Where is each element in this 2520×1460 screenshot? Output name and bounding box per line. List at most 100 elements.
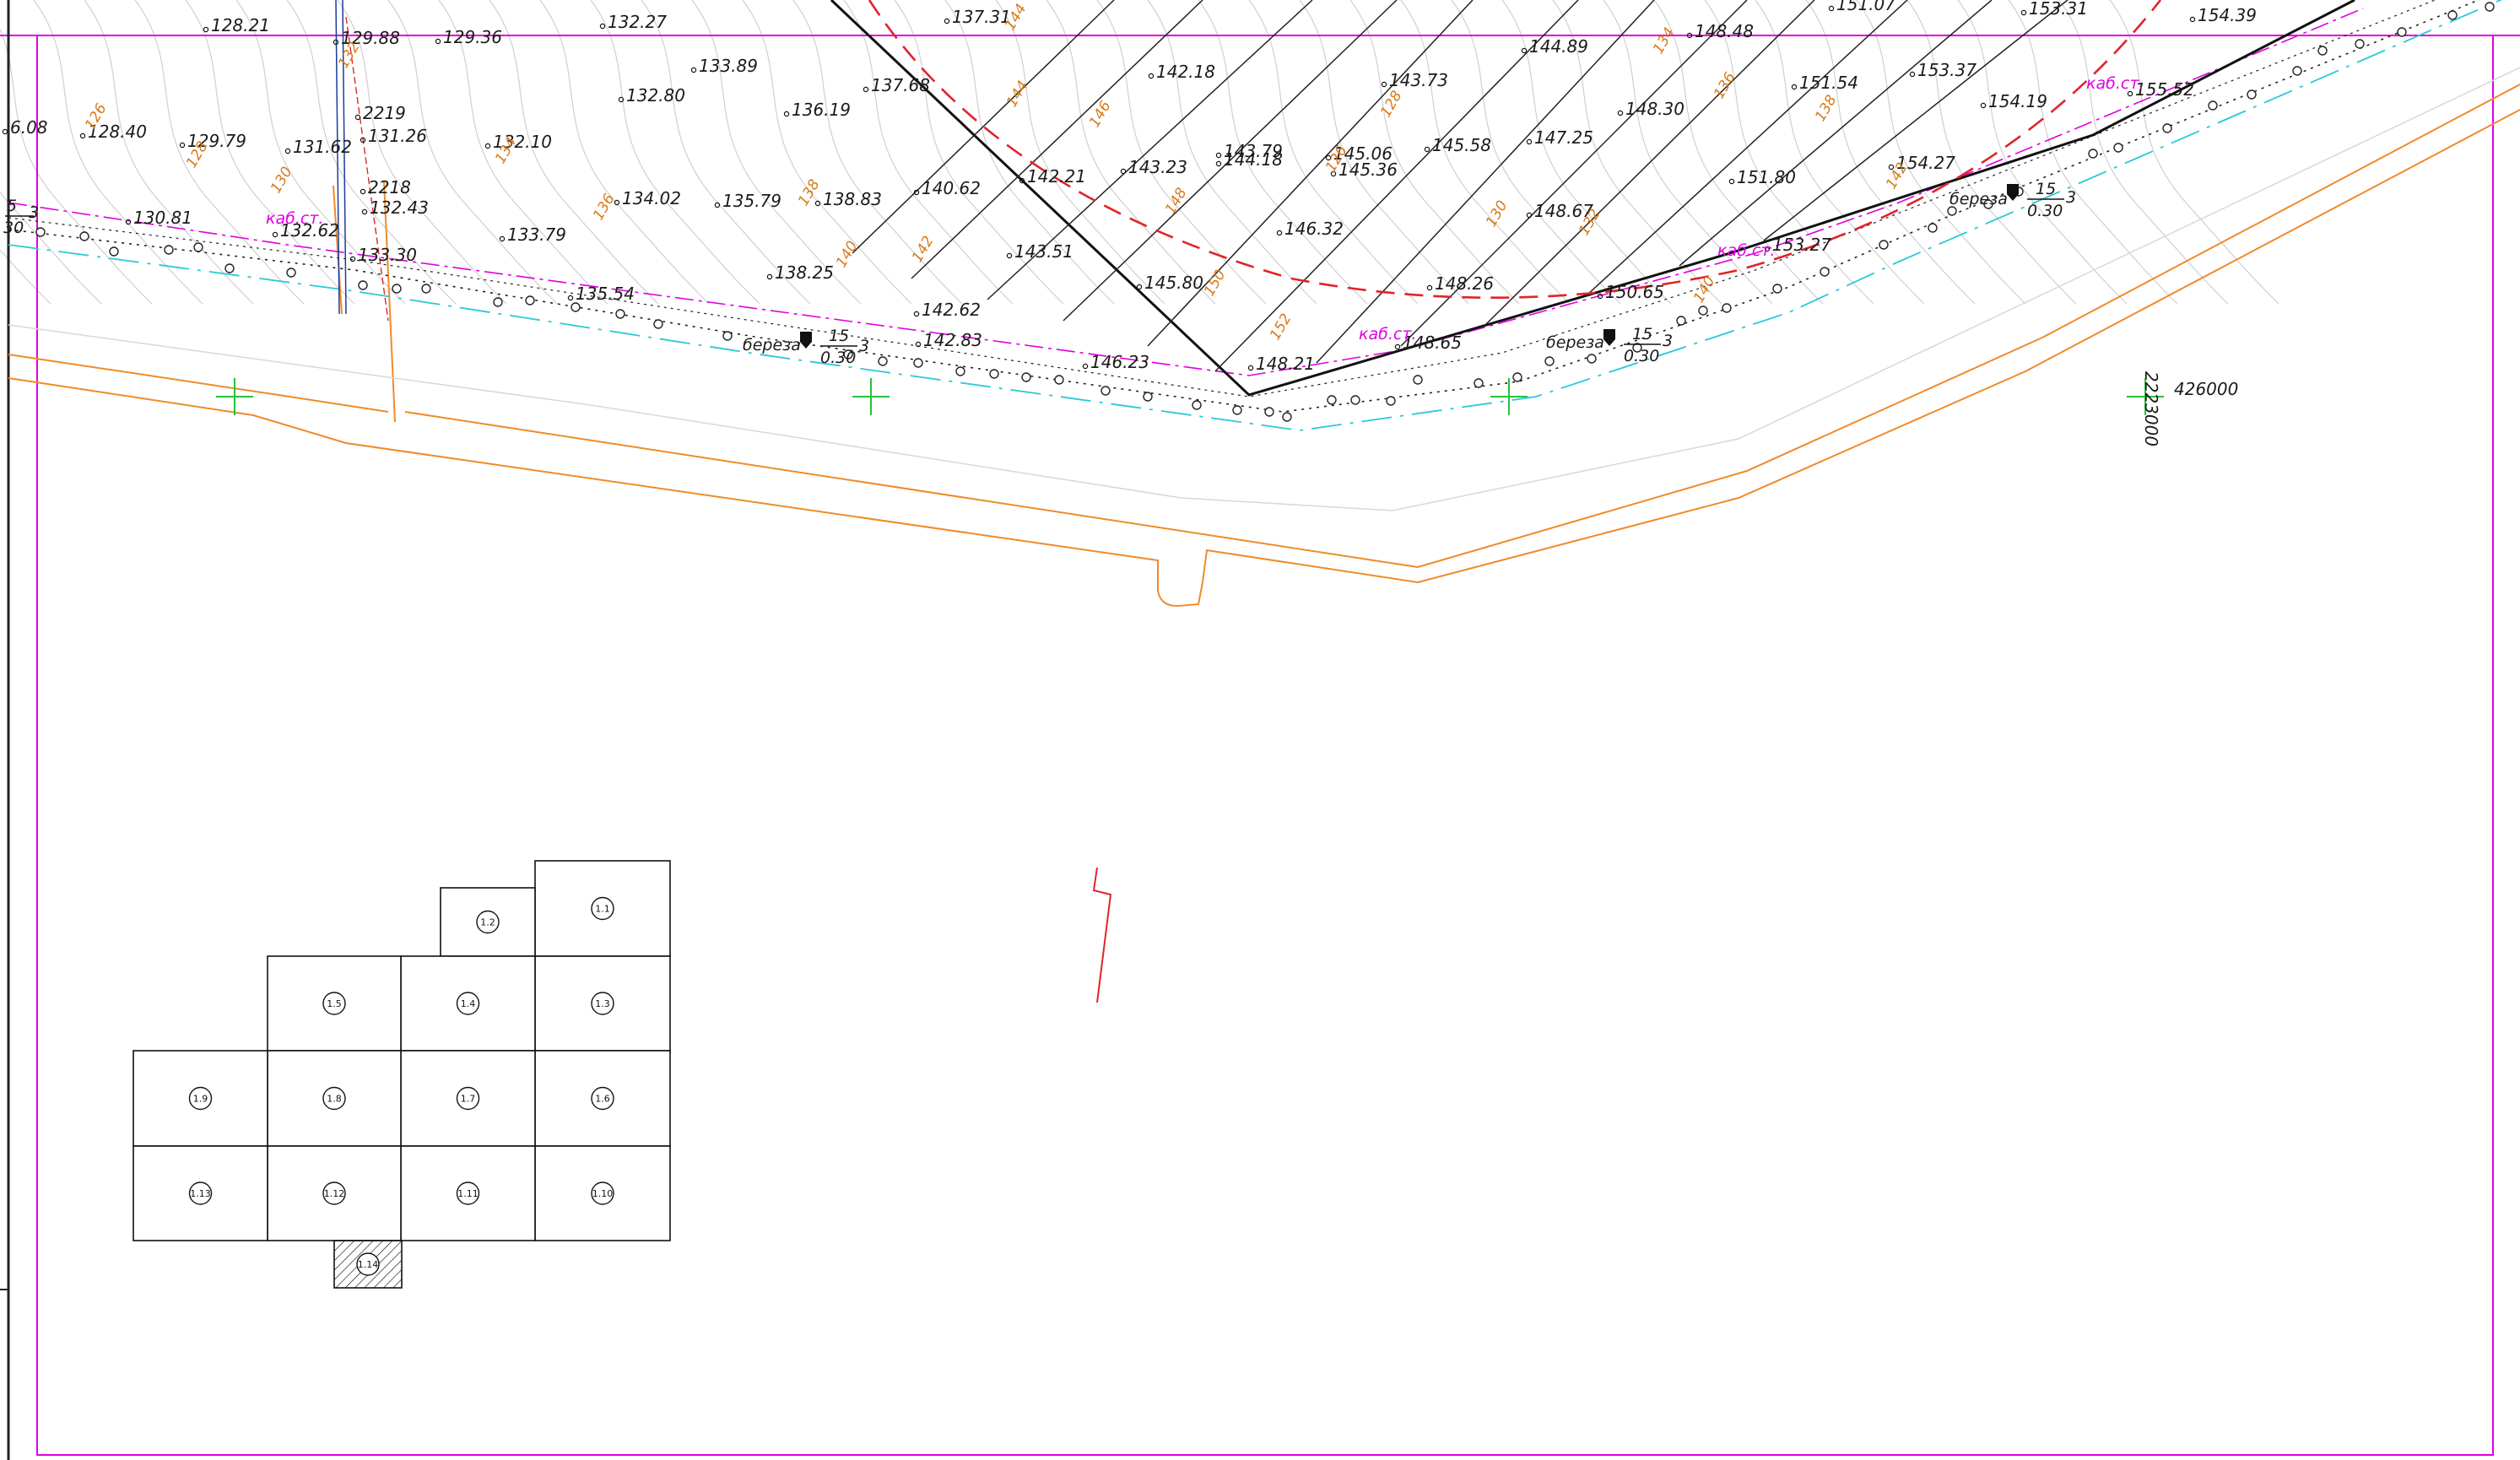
elevation-point: 147.25 — [1526, 127, 1593, 148]
fence-post — [1947, 206, 1957, 216]
elevation-label: 131.26 — [368, 126, 427, 146]
elevation-dot — [1330, 170, 1337, 177]
elevation-label: 143.23 — [1128, 157, 1187, 177]
sheet-tile[interactable]: 1.6 — [534, 1050, 671, 1147]
elevation-label: 145.58 — [1432, 135, 1491, 155]
elevation-dot — [179, 142, 186, 149]
sheet-tile[interactable]: 1.7 — [400, 1050, 536, 1147]
fence-post — [1772, 284, 1782, 294]
elevation-point: 132.62 — [272, 220, 339, 241]
cable-label: каб.ст. — [1359, 325, 1416, 343]
elevation-label: 154.39 — [2198, 5, 2257, 25]
fence-post — [1587, 354, 1597, 364]
elevation-label: 6.08 — [10, 117, 48, 138]
sheet-tile-label: 1.5 — [327, 998, 342, 1009]
elevation-point: 143.79 — [1215, 141, 1283, 161]
sheet-tile-badge — [591, 896, 614, 921]
elevation-point: 131.62 — [284, 137, 352, 157]
elevation-point: 145.80 — [1136, 273, 1203, 293]
sheet-tile[interactable]: 1.3 — [534, 955, 671, 1052]
elevation-dot — [1728, 178, 1735, 185]
tree-diameter: 5 — [7, 197, 17, 215]
fence-post — [1820, 267, 1830, 277]
contour-value: 142 — [909, 233, 938, 265]
elevation-label: 146.32 — [1284, 219, 1344, 239]
elevation-point: 143.73 — [1381, 70, 1448, 90]
sheet-tile[interactable]: 1.1 — [534, 860, 671, 957]
elevation-dot — [2020, 9, 2027, 16]
elevation-point: 132.43 — [361, 197, 429, 218]
elevation-dot — [1764, 246, 1771, 252]
elevation-dot — [435, 38, 441, 45]
elevation-dot — [1791, 84, 1798, 90]
elevation-point: 148.48 — [1686, 21, 1754, 41]
fence-post — [2485, 2, 2495, 12]
curb-line — [8, 0, 2503, 431]
sheet-tile[interactable]: 1.5 — [267, 955, 402, 1052]
elevation-label: 142.62 — [922, 300, 981, 320]
sheet-tile[interactable]: 1.2 — [440, 887, 536, 957]
elevation-label: 143.51 — [1014, 241, 1073, 262]
elevation-label: 130.81 — [133, 208, 192, 228]
elevation-point: 144.18 — [1215, 149, 1283, 170]
tree-count: 3 — [29, 203, 39, 222]
sheet-tile[interactable]: 1.9 — [132, 1050, 268, 1147]
red-arc — [868, 0, 2162, 300]
sheet-tile-label: 1.11 — [457, 1188, 479, 1199]
fence-post — [1143, 392, 1153, 402]
elevation-dot — [1325, 154, 1332, 161]
contour-value: 134 — [1650, 24, 1679, 57]
tree-label: береза — [743, 336, 801, 354]
fence-post — [878, 356, 888, 366]
elevation-label: 148.26 — [1435, 273, 1494, 294]
elevation-label: 138.83 — [823, 189, 882, 209]
elevation-point: 148.30 — [1617, 99, 1685, 119]
tree-height: 0.30 — [2027, 202, 2063, 220]
elevation-dot — [913, 311, 920, 317]
elevation-label: 132.43 — [370, 197, 429, 218]
elevation-dot — [567, 295, 574, 301]
elevation-point: 138.25 — [766, 262, 834, 283]
contour-value: 130 — [1483, 197, 1511, 230]
terrain-contours — [0, 0, 2279, 305]
sheet-tile[interactable]: 1.12 — [267, 1145, 402, 1241]
elevation-point: 145.58 — [1424, 135, 1491, 155]
sheet-index: 1.11.21.31.4 1.5 1.61.71.81.9 1.10 1.11 1.121… — [132, 860, 671, 1289]
fence-post — [1879, 240, 1889, 250]
sheet-tile-badge — [188, 1182, 213, 1205]
elevation-dot — [1006, 252, 1013, 259]
sheet-tile[interactable]: 1.14 — [333, 1240, 403, 1289]
elevation-point: 134.02 — [614, 188, 681, 208]
sheet-tile[interactable]: 1.11 — [400, 1145, 536, 1241]
elevation-label: 135.54 — [576, 284, 635, 304]
elevation-label: 2219 — [363, 103, 406, 123]
elevation-dot — [360, 137, 366, 143]
fence-post — [392, 284, 402, 294]
fence-post — [2088, 149, 2098, 159]
fence-post — [843, 349, 853, 360]
elevation-label: 133.30 — [358, 245, 417, 265]
fence-post — [1100, 386, 1111, 396]
elevation-dot — [1019, 177, 1025, 184]
elevation-point: 150.65 — [1597, 282, 1664, 302]
sheet-tile[interactable]: 1.8 — [267, 1050, 402, 1147]
tree-count: 3 — [859, 337, 869, 355]
elevation-label: 148.67 — [1534, 201, 1593, 221]
utility-pipe — [335, 0, 347, 315]
sheet-tile-badge — [591, 992, 614, 1015]
fence-post — [1232, 405, 1242, 415]
elevation-point: 145.36 — [1330, 160, 1398, 180]
elevation-dot — [2189, 16, 2196, 23]
fence-post — [1983, 199, 1993, 209]
contour-value: 140 — [833, 238, 862, 270]
sheet-tile-badge — [591, 1086, 614, 1111]
sheet-tile[interactable]: 1.4 — [400, 955, 536, 1052]
fence-posts — [35, 2, 2495, 422]
fence-post — [493, 297, 503, 307]
elevation-dot — [1215, 160, 1222, 167]
contour-value: 138 — [795, 176, 824, 208]
tree-diameter: 15 — [2036, 180, 2056, 198]
sheet-tile[interactable]: 1.10 — [534, 1145, 671, 1241]
sheet-tile[interactable]: 1.13 — [132, 1145, 268, 1241]
red-break-line — [1092, 867, 1112, 1003]
